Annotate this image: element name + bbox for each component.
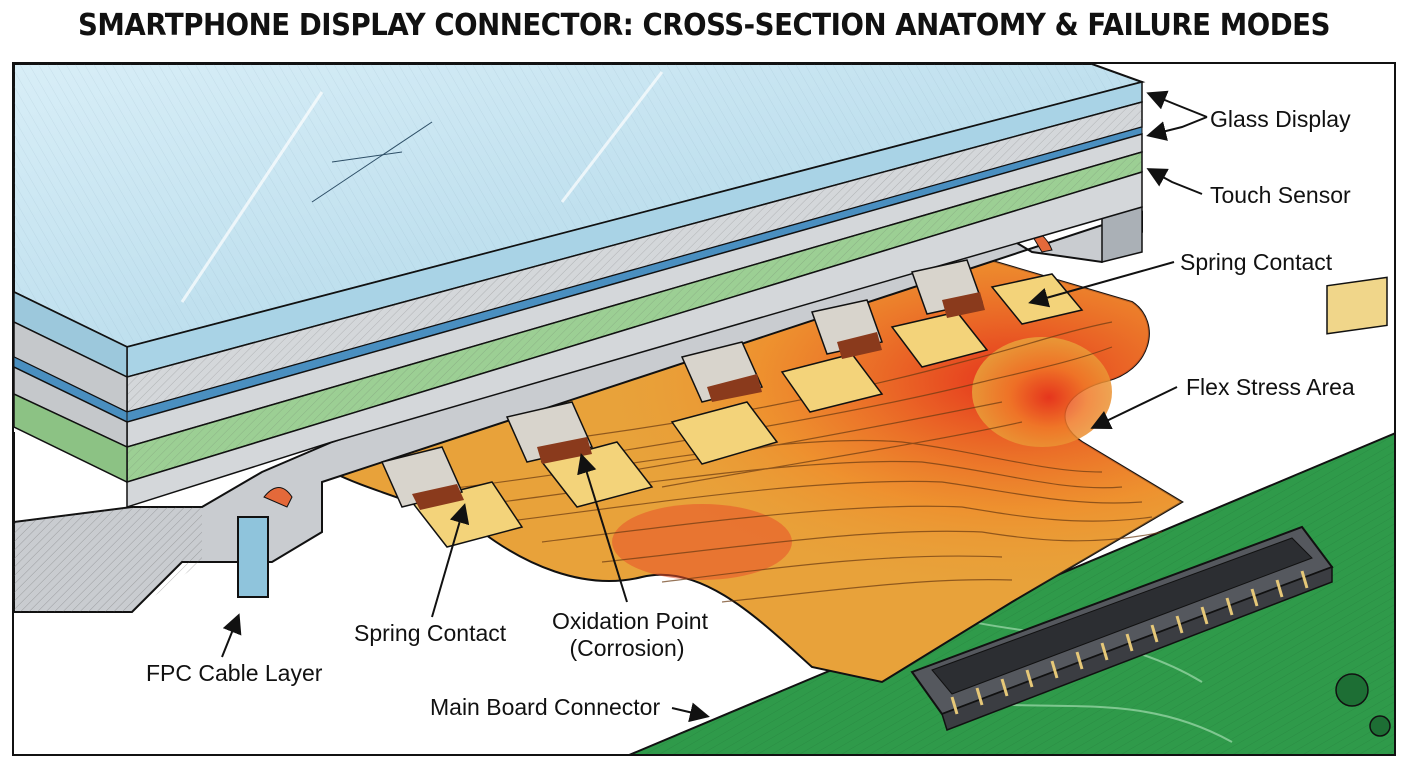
label-oxidation-point-line1: Oxidation Point — [552, 608, 708, 634]
main-board-connector-part — [910, 525, 1334, 731]
label-oxidation-point: Oxidation Point (Corrosion) — [552, 608, 708, 662]
illustration-frame: Glass Display Touch Sensor Spring Contac… — [12, 62, 1396, 756]
label-glass-display: Glass Display — [1210, 106, 1351, 132]
label-flex-stress-area: Flex Stress Area — [1186, 374, 1355, 400]
diagram-title: SMARTPHONE DISPLAY CONNECTOR: CROSS-SECT… — [77, 8, 1330, 43]
spring-contact-5 — [890, 259, 989, 368]
spring-contacts — [380, 259, 1084, 548]
label-oxidation-point-line2: (Corrosion) — [569, 635, 685, 661]
label-spring-contact-bottom: Spring Contact — [354, 620, 507, 646]
label-main-board-connector: Main Board Connector — [430, 694, 661, 720]
spring-contact-3 — [670, 341, 779, 465]
leader-lines — [221, 90, 1208, 723]
display-stack — [14, 64, 1146, 509]
label-spring-contact-right: Spring Contact — [1180, 249, 1333, 275]
connector-illustration — [14, 64, 1394, 754]
spring-contact-4 — [780, 299, 884, 413]
spring-contact-2 — [505, 401, 654, 508]
label-fpc-cable-layer: FPC Cable Layer — [146, 660, 323, 686]
fpc-flex-cable — [329, 250, 1184, 684]
housing-frame — [14, 206, 1143, 613]
label-touch-sensor: Touch Sensor — [1210, 182, 1351, 208]
